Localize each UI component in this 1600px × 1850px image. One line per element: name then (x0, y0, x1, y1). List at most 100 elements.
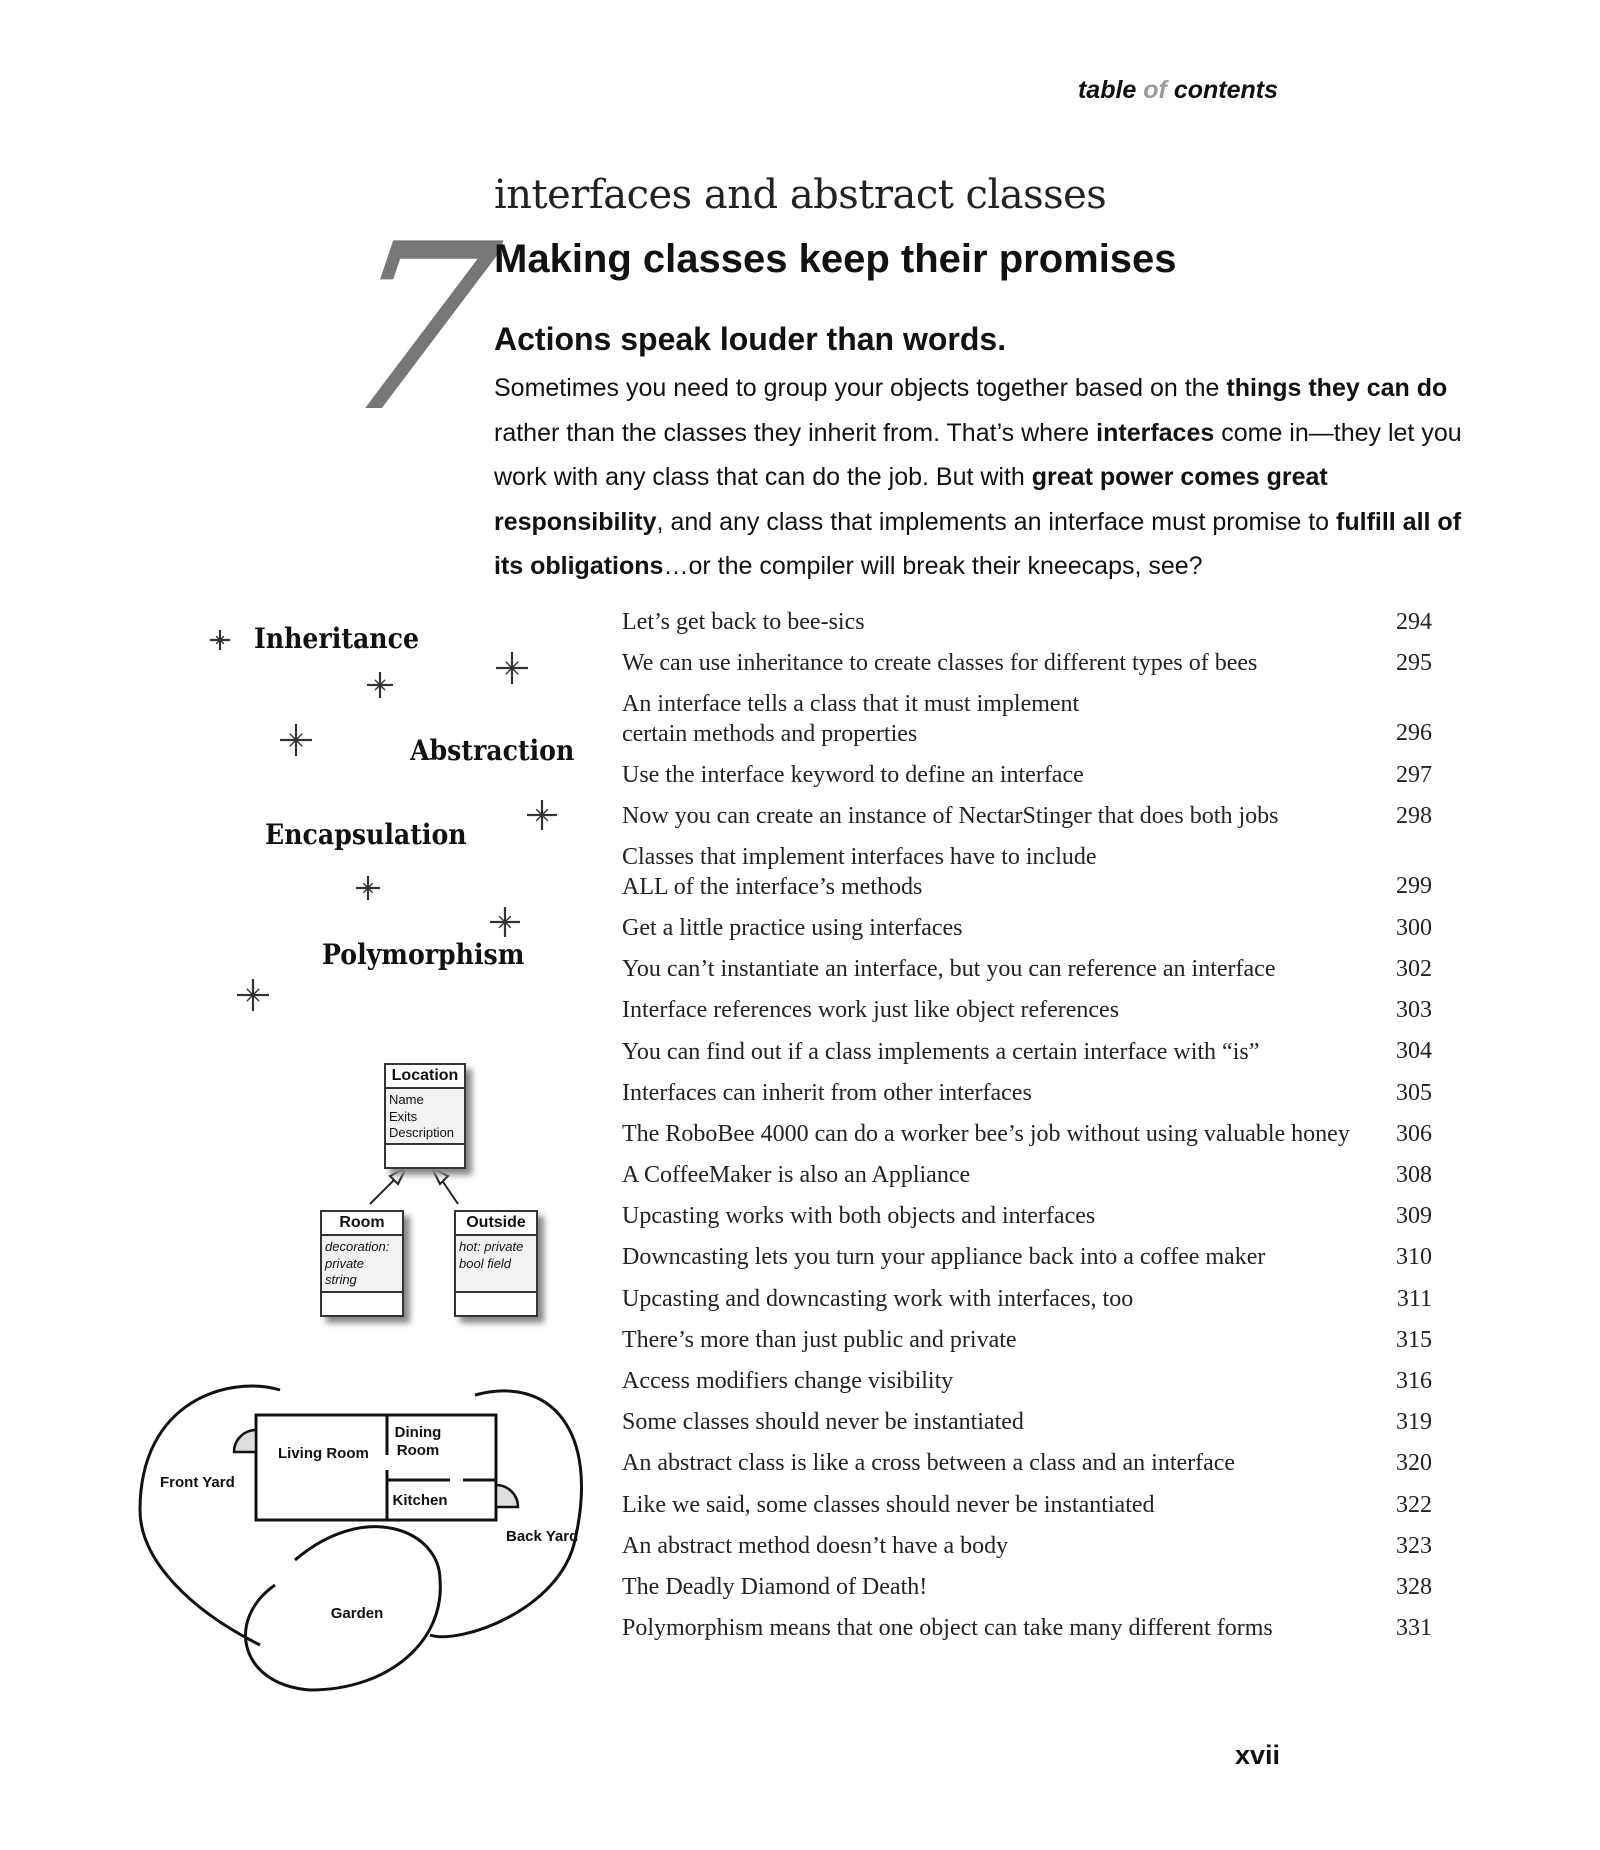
toc-entry[interactable]: Access modifiers change visibility 316 (622, 1361, 1432, 1402)
toc-entry[interactable]: An abstract class is like a cross betwee… (622, 1443, 1432, 1484)
toc-entry-title: We can use inheritance to create classes… (622, 650, 1258, 677)
uml-class-fields: hot: private bool field (459, 1239, 524, 1271)
uml-class-room: Room decoration: private string field (320, 1210, 404, 1317)
toc-entry[interactable]: Get a little practice using interfaces 30… (622, 908, 1432, 949)
toc-entry[interactable]: Let’s get back to bee-sics 294 (622, 602, 1432, 643)
oop-word-encapsulation: Encapsulation (265, 818, 467, 851)
floorplan-label-dining-2: Room (397, 1442, 440, 1459)
garden-outline (244, 1525, 442, 1692)
uml-class-name: Location (386, 1065, 464, 1089)
sparkle-icon (237, 979, 269, 1011)
toc-entry-page: 302 (1396, 956, 1432, 983)
toc-entry-page: 310 (1396, 1244, 1432, 1271)
toc-entry[interactable]: An interface tells a class that it must … (622, 684, 1432, 755)
toc-entry-page: 299 (1396, 872, 1432, 899)
uml-class-location: Location Name Exits Description (384, 1063, 466, 1169)
toc-entry-page: 305 (1396, 1079, 1432, 1106)
toc-entry-title: An interface tells a class that it must … (622, 691, 1080, 718)
toc-entry[interactable]: You can’t instantiate an interface, but … (622, 949, 1432, 990)
uml-class-outside: Outside hot: private bool field (454, 1210, 538, 1317)
toc-entry-title: An abstract method doesn’t have a body (622, 1532, 1009, 1559)
uml-inheritance-arrows (369, 1165, 459, 1205)
sparkle-icon (490, 907, 520, 937)
sparkle-icon (280, 724, 312, 756)
page-numeral: xvii (1234, 1740, 1280, 1770)
uml-class-name: Outside (456, 1212, 536, 1236)
toc-entry-title: Get a little practice using interfaces (622, 914, 963, 941)
toc-entry[interactable]: We can use inheritance to create classes… (622, 643, 1432, 684)
toc-entry-page: 311 (1396, 1285, 1432, 1312)
sparkle-icon (367, 672, 393, 698)
toc-entry-page: 322 (1396, 1491, 1432, 1518)
toc-entry-page: 308 (1396, 1162, 1432, 1189)
toc-entry-title: Now you can create an instance of Nectar… (622, 803, 1279, 830)
toc-entry-title: Access modifiers change visibility (622, 1368, 954, 1394)
toc-entry[interactable]: A CoffeeMaker is also an Appliance 308 (622, 1155, 1432, 1196)
toc-entry-page: 300 (1396, 914, 1432, 941)
uml-class-fields: Name Exits Description (389, 1092, 455, 1140)
toc-entry-page: 304 (1396, 1038, 1432, 1065)
uml-class-name: Room (322, 1212, 402, 1236)
toc-entry-page: 296 (1396, 719, 1432, 746)
toc-entry-title: You can find out if a class implements a… (622, 1038, 1260, 1065)
floorplan-label-back-yard: Back Yard (506, 1528, 578, 1545)
toc-entry[interactable]: Upcasting works with both objects and in… (622, 1196, 1432, 1237)
toc-entry-page: 294 (1396, 608, 1432, 635)
toc-entry-title: Some classes should never be instantiate… (622, 1409, 1024, 1436)
toc-list: Let’s get back to bee-sics 294 We can use … (622, 602, 1432, 1649)
toc-entry-page: 295 (1396, 650, 1432, 677)
toc-entry-title: Interface references work just like obje… (622, 997, 1120, 1024)
toc-entry[interactable]: Upcasting and downcasting work with inte… (622, 1279, 1432, 1320)
toc-entry-title: Classes that implement interfaces have t… (622, 844, 1097, 871)
toc-entry[interactable]: The RoboBee 4000 can do a worker bee’s j… (622, 1114, 1432, 1155)
toc-entry[interactable]: The Deadly Diamond of Death!328 (622, 1567, 1432, 1608)
oop-word-abstraction: Abstraction (410, 734, 575, 767)
toc-entry-page: 328 (1396, 1573, 1432, 1600)
oop-word-inheritance: Inheritance (254, 622, 419, 655)
sparkle-icon (527, 800, 557, 830)
floorplan-label-garden: Garden (331, 1605, 384, 1622)
sparkle-decorations (210, 630, 557, 1011)
chapter-title: Making classes keep their promises (494, 237, 1177, 281)
floorplan-label-dining-1: Dining (395, 1424, 442, 1441)
toc-entry[interactable]: Now you can create an instance of Nectar… (622, 796, 1432, 837)
running-header: table of contents (1077, 76, 1278, 104)
toc-entry[interactable]: Interfaces can inherit from other interf… (622, 1073, 1432, 1114)
toc-entry-title: Like we said, some classes should never … (622, 1491, 1155, 1518)
toc-entry[interactable]: Use the interface keyword to define an i… (622, 755, 1432, 796)
toc-entry-page: 316 (1396, 1367, 1432, 1394)
toc-entry-page: 319 (1396, 1409, 1432, 1436)
toc-entry-page: 297 (1396, 761, 1432, 788)
toc-entry-title: Let’s get back to bee-sics (622, 609, 865, 635)
toc-entry-title: A CoffeeMaker is also an Appliance (622, 1162, 971, 1189)
front-yard-lower (138, 1509, 261, 1647)
toc-entry[interactable]: Polymorphism means that one object can t… (622, 1608, 1432, 1649)
toc-entry-title: There’s more than just public and privat… (622, 1326, 1017, 1353)
toc-entry[interactable]: Classes that implement interfaces have t… (622, 837, 1432, 908)
toc-entry-page: 331 (1396, 1615, 1432, 1642)
toc-entry[interactable]: Some classes should never be instantiate… (622, 1402, 1432, 1443)
house-walls (254, 1413, 498, 1522)
toc-entry[interactable]: There’s more than just public and privat… (622, 1320, 1432, 1361)
toc-entry[interactable]: Downcasting lets you turn your appliance… (622, 1237, 1432, 1278)
chapter-intro: Sometimes you need to group your objects… (494, 374, 1462, 580)
toc-entry-title: Upcasting works with both objects and in… (622, 1203, 1096, 1230)
toc-entry-page: 309 (1396, 1203, 1432, 1230)
toc-entry-title: Polymorphism means that one object can t… (622, 1615, 1273, 1642)
header-of: of (1143, 76, 1167, 104)
toc-entry-title: Use the interface keyword to define an i… (622, 761, 1084, 788)
chapter-kicker: interfaces and abstract classes (494, 172, 1107, 218)
toc-entry-page: 315 (1396, 1326, 1432, 1353)
floorplan-diagram: Living Room Dining Room Kitchen Front Ya… (138, 1384, 584, 1692)
chapter-subtitle: Actions speak louder than words. (494, 321, 1007, 357)
oop-word-polymorphism: Polymorphism (322, 938, 525, 971)
toc-entry-title: The RoboBee 4000 can do a worker bee’s j… (622, 1120, 1350, 1147)
back-yard-outline (429, 1389, 584, 1639)
toc-entry[interactable]: Interface references work just like obje… (622, 990, 1432, 1031)
toc-entry[interactable]: Like we said, some classes should never … (622, 1485, 1432, 1526)
toc-entry-title: ALL of the interface’s methods (622, 873, 923, 900)
front-door-icon (232, 1428, 258, 1454)
toc-entry[interactable]: You can find out if a class implements a… (622, 1032, 1432, 1073)
sparkle-icon (356, 876, 380, 900)
